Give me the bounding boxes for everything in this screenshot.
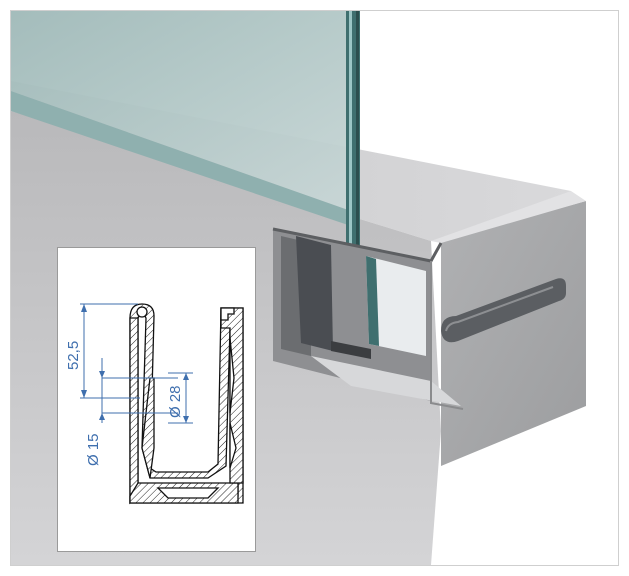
gasket-left <box>296 236 333 351</box>
dimension-lines <box>80 303 193 424</box>
section-drawing-inset: 52,5 Ø 28 Ø 15 <box>57 247 256 552</box>
dim-inner-diameter-label: Ø 28 <box>167 385 184 418</box>
dim-outer-diameter-label: Ø 15 <box>85 433 102 466</box>
glass-pane-lower <box>11 91 351 226</box>
clamp-plate <box>366 256 426 356</box>
profile-section <box>129 303 244 505</box>
setting-block <box>311 356 461 406</box>
figure-frame: 52,5 Ø 28 Ø 15 <box>10 10 619 566</box>
glass-pane <box>11 11 356 211</box>
profile-end-face <box>441 201 586 466</box>
dim-height-label: 52,5 <box>65 341 82 370</box>
